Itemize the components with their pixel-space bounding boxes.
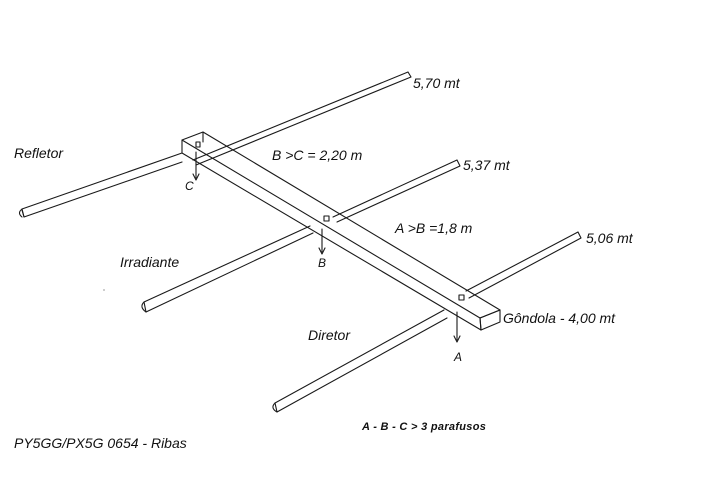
director-element — [272, 231, 582, 413]
label-point-b: B — [318, 256, 327, 270]
label-length-diretor: 5,06 mt — [586, 230, 633, 246]
label-distance-bc: B >C = 2,20 m — [272, 147, 363, 163]
label-callsign: PY5GG/PX5G 0654 - Ribas — [14, 435, 187, 451]
label-point-c: C — [185, 179, 194, 193]
label-length-refletor: 5,70 mt — [413, 75, 460, 91]
label-gondola: Gôndola - 4,00 mt — [503, 310, 616, 326]
mount-arrows — [192, 151, 461, 343]
reflector-element — [18, 71, 412, 218]
label-refletor: Refletor — [14, 145, 64, 161]
label-irradiante: Irradiante — [120, 254, 180, 270]
stray-dot — [103, 289, 105, 291]
label-length-irradiante: 5,37 mt — [463, 157, 510, 173]
driven-element — [141, 159, 461, 313]
label-diretor: Diretor — [308, 327, 351, 343]
label-parafusos: A - B - C > 3 parafusos — [362, 421, 487, 433]
label-point-a: A — [454, 350, 463, 364]
label-distance-ab: A >B =1,8 m — [395, 220, 473, 236]
boom-gondola — [181, 131, 501, 331]
